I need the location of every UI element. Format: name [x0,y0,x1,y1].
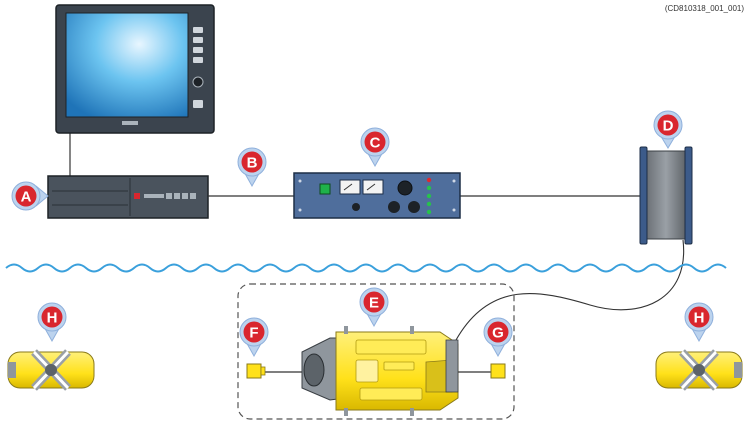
status-led [426,201,432,207]
label-g: G [492,325,504,342]
label-c: C [370,135,381,152]
small-knob [352,203,360,211]
label-f: F [249,325,258,342]
large-knob [388,201,400,213]
water-surface [5,263,727,273]
monitor-brand-plate [122,121,138,125]
monitor-screen [65,12,189,118]
monitor-button [193,27,203,33]
connector-f [246,363,266,379]
callout-f: F [239,317,269,358]
label-h-left: H [47,310,58,327]
analog-meter [362,179,384,195]
monitor-button [193,47,203,53]
monitor-button [193,37,203,43]
large-knob [408,201,420,213]
callout-h-left: H [37,302,67,343]
tether-cable [455,239,685,341]
monitor-button [193,57,203,63]
monitor-button [193,100,203,108]
callout-a: A [11,181,49,211]
tether-reel [639,146,693,245]
reference-code: (CD810318_001_001) [664,4,744,13]
label-a: A [21,189,32,206]
label-h-right: H [694,310,705,327]
callout-b: B [237,147,267,188]
status-led [426,177,432,183]
computer-unit [47,175,209,219]
label-d: D [663,118,674,135]
analog-meter [339,179,361,195]
label-e: E [369,295,379,312]
callout-h-right: H [684,302,714,343]
label-b: B [247,155,258,172]
callout-g: G [483,317,513,358]
callout-d: D [653,110,683,149]
vehicle-boundary [237,283,515,420]
monitor-knob [192,76,204,88]
rov-vehicle [262,326,492,416]
beacon-left [7,349,95,391]
beacon-right [655,349,743,391]
monitor [55,4,215,176]
status-led [426,209,432,215]
callout-e: E [359,287,389,328]
callout-c: C [360,127,390,168]
power-switch [319,183,331,195]
status-led [426,193,432,199]
connector-g [490,363,506,379]
status-led [426,185,432,191]
large-knob [397,180,413,196]
control-unit [293,172,461,219]
